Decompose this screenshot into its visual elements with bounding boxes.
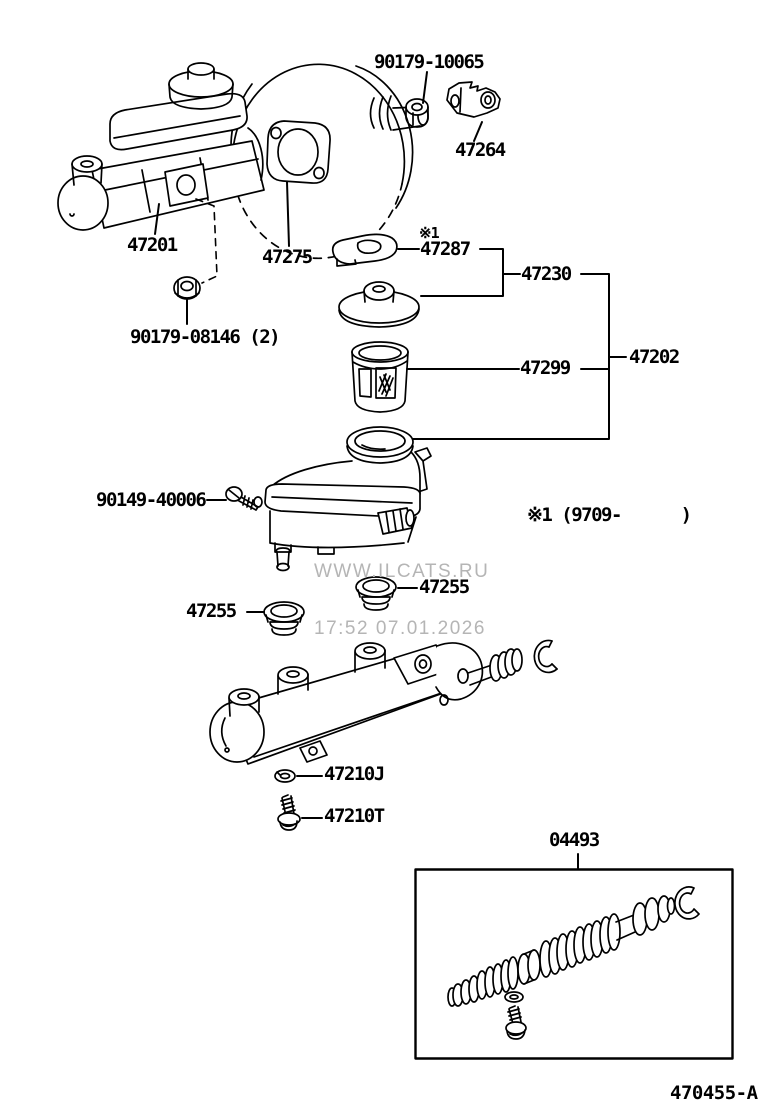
part-label-gasket: 47275	[262, 246, 313, 268]
part-label-grommet-lower: 47255	[186, 600, 237, 622]
part-label-float: 47230	[521, 263, 572, 285]
figure-code: 470455-A	[670, 1082, 758, 1104]
part-label-booster-nut: 90179-10065	[374, 51, 485, 73]
washer-drawing	[274, 769, 296, 783]
reservoir-tank-drawing	[253, 426, 432, 572]
grommet-upper-drawing	[355, 576, 397, 611]
part-label-strainer: 47299	[520, 357, 571, 379]
booster-gasket-drawing	[266, 120, 331, 184]
part-label-reservoir-assy: 47202	[629, 346, 680, 368]
watermark: WWW.ILCATS.RU 17:52 07.01.2026	[314, 524, 489, 676]
part-label-repair-kit: 04493	[549, 829, 600, 851]
reservoir-cap-drawing	[331, 233, 398, 267]
part-label-washer: 47210J	[324, 763, 385, 785]
repair-kit-drawing	[414, 868, 734, 1060]
part-label-grommet-upper: 47255	[419, 576, 470, 598]
mounting-nut-drawing	[173, 276, 201, 300]
clamp-drawing	[446, 81, 501, 118]
cylinder-body-drawing	[209, 642, 523, 765]
brake-booster-drawing	[230, 63, 429, 260]
reservoir-float-drawing	[338, 281, 420, 328]
master-cylinder-assy-drawing	[57, 62, 265, 231]
watermark-timestamp: 17:52 07.01.2026	[314, 618, 486, 639]
snap-ring-drawing	[533, 639, 558, 674]
part-label-set-screw: 90149-40006	[96, 489, 207, 511]
watermark-site: WWW.ILCATS.RU	[314, 561, 490, 582]
reservoir-set-screw-drawing	[225, 486, 259, 511]
part-label-mounting-nut: 90179-08146 (2)	[130, 326, 281, 348]
reservoir-strainer-drawing	[351, 341, 409, 413]
part-label-master-cylinder: 47201	[127, 234, 178, 256]
grommet-lower-drawing	[263, 601, 305, 636]
ref-mark-note: ※1	[419, 224, 440, 242]
callout-lines	[154, 71, 627, 869]
part-label-clamp: 47264	[455, 139, 506, 161]
part-label-stopper-screw: 47210T	[324, 805, 385, 827]
production-range-note: ※1 (9709- )	[527, 504, 692, 526]
part-label-reservoir-cap: 47287	[420, 238, 471, 260]
stopper-screw-drawing	[277, 794, 301, 831]
